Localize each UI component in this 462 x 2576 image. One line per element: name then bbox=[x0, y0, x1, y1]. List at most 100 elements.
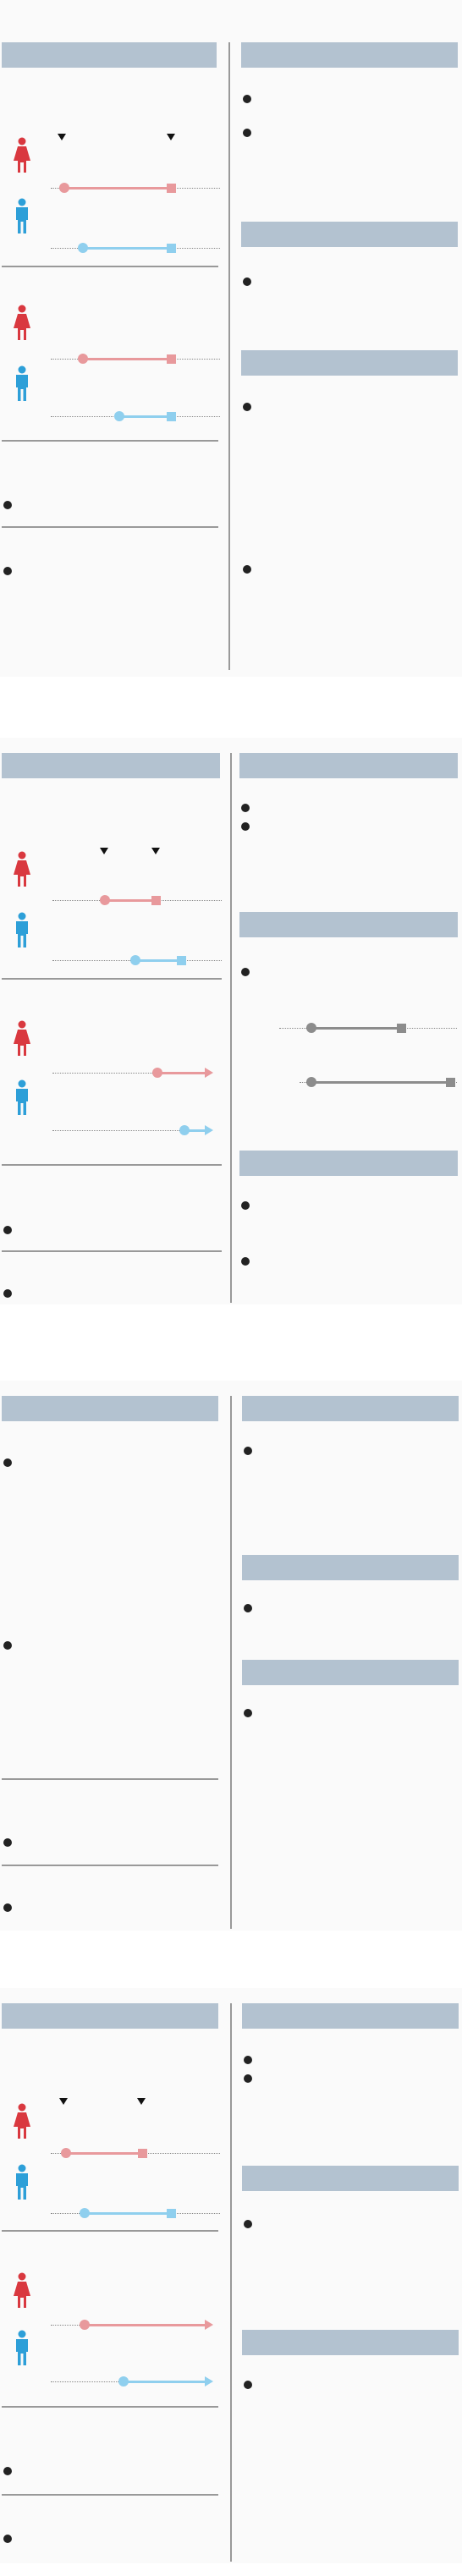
female-range-bar bbox=[157, 1072, 205, 1074]
female-person-icon bbox=[14, 1020, 30, 1056]
female-range-arrow-icon bbox=[205, 2320, 213, 2330]
male-range-track bbox=[52, 1130, 205, 1131]
female-range-track bbox=[52, 1073, 205, 1074]
male-person-icon bbox=[16, 198, 28, 233]
panel-1-separator-2 bbox=[2, 440, 218, 442]
female-range-bar bbox=[66, 2152, 142, 2155]
male-range-end-square bbox=[167, 412, 176, 421]
female-range-bar bbox=[64, 187, 171, 189]
bullet-dot-icon bbox=[3, 2535, 12, 2543]
panel-4-column-divider bbox=[230, 2003, 232, 2562]
bullet-dot-icon bbox=[3, 567, 12, 575]
panel-2-left-header bbox=[2, 753, 220, 778]
panel-2-right-header-2 bbox=[239, 912, 458, 937]
neutral-range-end-square bbox=[446, 1078, 455, 1087]
bullet-dot-icon bbox=[244, 1604, 252, 1612]
panel-3-right-header-1 bbox=[242, 1396, 459, 1421]
female-range-bar bbox=[85, 2324, 205, 2326]
male-range-start-dot bbox=[114, 411, 124, 421]
female-range-bar bbox=[105, 899, 156, 902]
panel-2-right-header-3 bbox=[239, 1151, 458, 1176]
female-range-start-dot bbox=[152, 1068, 162, 1078]
panel-4-separator-2 bbox=[2, 2406, 218, 2408]
bullet-dot-icon bbox=[243, 95, 251, 103]
male-range-bar bbox=[83, 247, 171, 250]
bullet-dot-icon bbox=[243, 277, 251, 286]
panel-4-right-header-1 bbox=[242, 2003, 459, 2029]
bullet-dot-icon bbox=[243, 565, 251, 574]
panel-1-separator-1 bbox=[2, 266, 218, 267]
female-person-icon bbox=[14, 305, 30, 340]
bullet-dot-icon bbox=[241, 1201, 250, 1210]
bullet-dot-icon bbox=[3, 1226, 12, 1234]
male-range-bar bbox=[135, 959, 181, 962]
panel-2-separator-3 bbox=[2, 1250, 222, 1252]
panel-2-separator-1 bbox=[2, 978, 222, 980]
bullet-dot-icon bbox=[244, 1447, 252, 1455]
male-range-arrow-icon bbox=[205, 1125, 213, 1135]
panel-3-left-header bbox=[2, 1396, 218, 1421]
female-range-end-square bbox=[138, 2149, 147, 2158]
panel-3-column-divider bbox=[230, 1396, 232, 1929]
bullet-dot-icon bbox=[3, 1641, 12, 1650]
panel-1 bbox=[0, 0, 462, 677]
female-range-end-square bbox=[167, 184, 176, 193]
panel-1-right-header-1 bbox=[241, 42, 458, 68]
male-range-start-dot bbox=[118, 2376, 129, 2387]
male-range-end-square bbox=[167, 2209, 176, 2218]
male-range-start-dot bbox=[179, 1125, 190, 1135]
bullet-dot-icon bbox=[3, 501, 12, 509]
male-range-bar bbox=[124, 2381, 205, 2383]
bullet-dot-icon bbox=[3, 1458, 12, 1467]
female-range-start-dot bbox=[78, 354, 88, 364]
female-person-icon bbox=[14, 851, 30, 887]
panel-4-right-header-3 bbox=[242, 2330, 459, 2355]
female-range-start-dot bbox=[80, 2320, 90, 2330]
panel-3-separator-2 bbox=[2, 1865, 218, 1866]
panel-4-left-header bbox=[2, 2003, 218, 2029]
bullet-dot-icon bbox=[244, 1709, 252, 1717]
panel-3-right-header-3 bbox=[242, 1660, 459, 1685]
triangle-down-marker-icon bbox=[167, 134, 175, 140]
male-range-start-dot bbox=[78, 243, 88, 253]
male-range-start-dot bbox=[80, 2208, 90, 2218]
male-range-bar bbox=[119, 415, 171, 418]
bullet-dot-icon bbox=[3, 1838, 12, 1847]
female-person-icon bbox=[14, 2272, 30, 2308]
panel-1-right-header-2 bbox=[241, 222, 458, 247]
panel-4-separator-1 bbox=[2, 2230, 218, 2232]
female-range-arrow-icon bbox=[205, 1068, 213, 1078]
triangle-down-marker-icon bbox=[59, 2098, 68, 2105]
panel-3-separator-1 bbox=[2, 1778, 218, 1780]
triangle-down-marker-icon bbox=[58, 134, 66, 140]
female-range-bar bbox=[83, 358, 171, 360]
bullet-dot-icon bbox=[3, 2467, 12, 2475]
panel-1-column-divider bbox=[228, 42, 230, 670]
panel-2-right-header-1 bbox=[239, 753, 458, 778]
panel-1-left-header bbox=[2, 42, 217, 68]
panel-2-separator-2 bbox=[2, 1164, 222, 1166]
neutral-range-start-dot bbox=[306, 1077, 316, 1087]
panel-3-right-header-2 bbox=[242, 1555, 459, 1580]
male-range-arrow-icon bbox=[205, 2376, 213, 2387]
triangle-down-marker-icon bbox=[151, 848, 160, 854]
bullet-dot-icon bbox=[244, 2220, 252, 2228]
panel-1-right-header-3 bbox=[241, 350, 458, 376]
panel-2-column-divider bbox=[230, 753, 232, 1303]
male-range-bar bbox=[85, 2212, 171, 2215]
panel-4-right-header-2 bbox=[242, 2166, 459, 2191]
triangle-down-marker-icon bbox=[137, 2098, 146, 2105]
neutral-range-bar bbox=[311, 1027, 401, 1030]
panel-4 bbox=[0, 1988, 462, 2563]
bullet-dot-icon bbox=[243, 129, 251, 137]
male-range-end-square bbox=[177, 956, 186, 965]
panel-3 bbox=[0, 1381, 462, 1931]
bullet-dot-icon bbox=[244, 2074, 252, 2083]
neutral-range-bar bbox=[311, 1081, 450, 1084]
bullet-dot-icon bbox=[243, 403, 251, 411]
bullet-dot-icon bbox=[241, 968, 250, 976]
male-range-end-square bbox=[167, 244, 176, 253]
neutral-range-start-dot bbox=[306, 1023, 316, 1033]
bullet-dot-icon bbox=[241, 804, 250, 812]
